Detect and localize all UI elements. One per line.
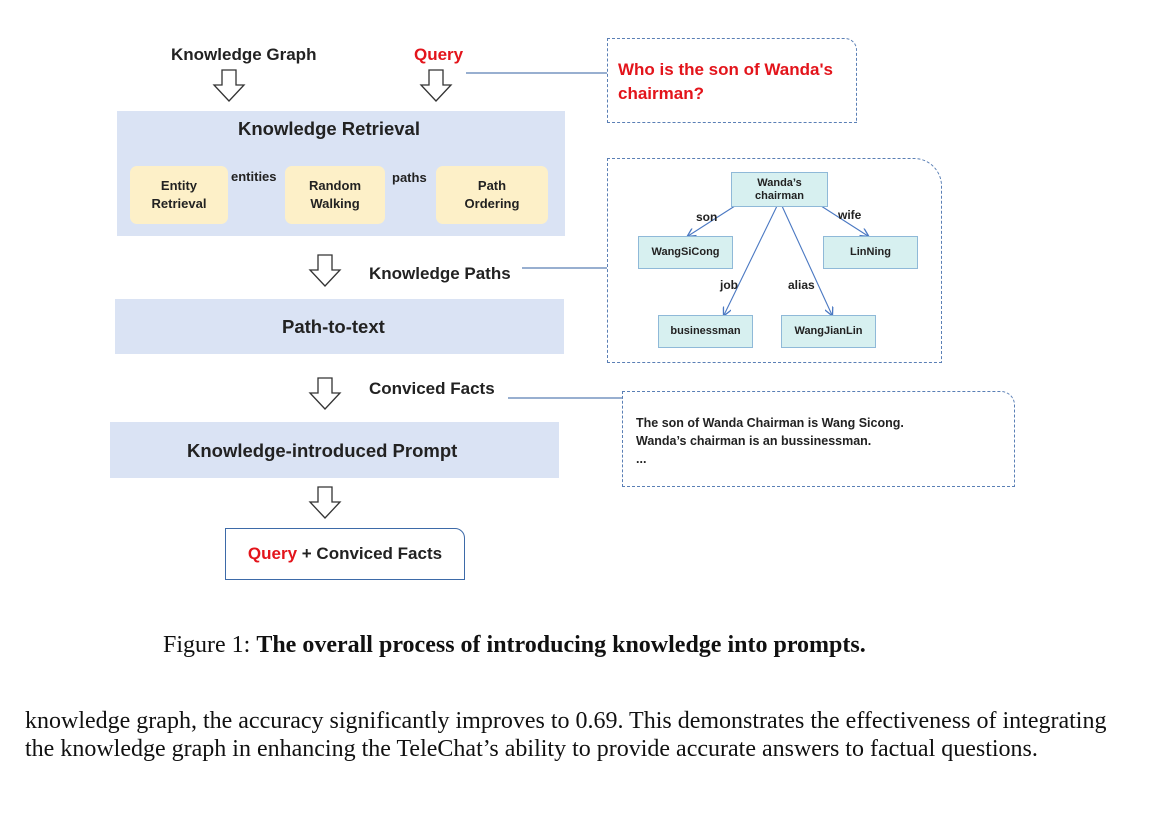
facts-list: The son of Wanda Chairman is Wang Sicong…	[636, 414, 1006, 468]
convinced-facts-label: Conviced Facts	[369, 379, 495, 398]
paths-connector-label: paths	[392, 170, 427, 185]
edge-label-son: son	[696, 210, 718, 224]
edge-son	[688, 203, 739, 236]
figure-caption: Figure 1: The overall process of introdu…	[163, 632, 866, 659]
query-label: Query	[414, 45, 464, 64]
output-box: Query + Conviced Facts	[225, 528, 465, 580]
graph-node-linning: LinNing	[823, 236, 918, 269]
body-paragraph: knowledge graph, the accuracy significan…	[25, 708, 1107, 762]
knowledge-graph-box	[607, 158, 942, 363]
prompt-title: Knowledge-introduced Prompt	[187, 440, 458, 461]
fact-item: Wanda’s chairman is an bussinessman.	[636, 434, 872, 448]
entities-connector-label: entities	[231, 169, 277, 184]
knowledge-retrieval-title: Knowledge Retrieval	[238, 118, 420, 139]
edge-alias	[781, 205, 832, 315]
caption-text: The overall process of introducing knowl…	[256, 632, 866, 658]
graph-node-wangjianlin: WangJianLin	[781, 315, 876, 348]
fact-item: The son of Wanda Chairman is Wang Sicong…	[636, 416, 904, 430]
knowledge-paths-label: Knowledge Paths	[369, 264, 511, 283]
edge-job	[724, 205, 778, 315]
graph-node-wangsicong: WangSiCong	[638, 236, 733, 269]
fact-item: ...	[636, 452, 647, 466]
edge-label-alias: alias	[788, 278, 815, 292]
caption-prefix: Figure 1:	[163, 632, 257, 658]
question-text: Who is the son of Wanda's chairman?	[618, 60, 833, 103]
kg-down-arrow	[212, 69, 246, 102]
edge-label-wife: wife	[838, 208, 862, 222]
prompt-down-arrow	[308, 486, 342, 519]
path-to-text-title: Path-to-text	[282, 316, 385, 337]
knowledge-graph-label: Knowledge Graph	[171, 45, 317, 64]
query-down-arrow	[419, 69, 453, 102]
edge-wife	[817, 203, 868, 236]
paths-down-arrow	[308, 254, 342, 287]
path-to-text-band	[115, 299, 564, 354]
question-box	[607, 38, 857, 123]
output-facts: Conviced Facts	[316, 544, 443, 563]
output-plus: +	[297, 544, 317, 563]
graph-node-businessman: businessman	[658, 315, 753, 348]
prompt-band	[110, 422, 559, 478]
output-query: Query	[247, 544, 298, 563]
facts-box	[622, 391, 1015, 487]
facts-down-arrow	[308, 377, 342, 410]
edge-label-job: job	[720, 278, 738, 292]
